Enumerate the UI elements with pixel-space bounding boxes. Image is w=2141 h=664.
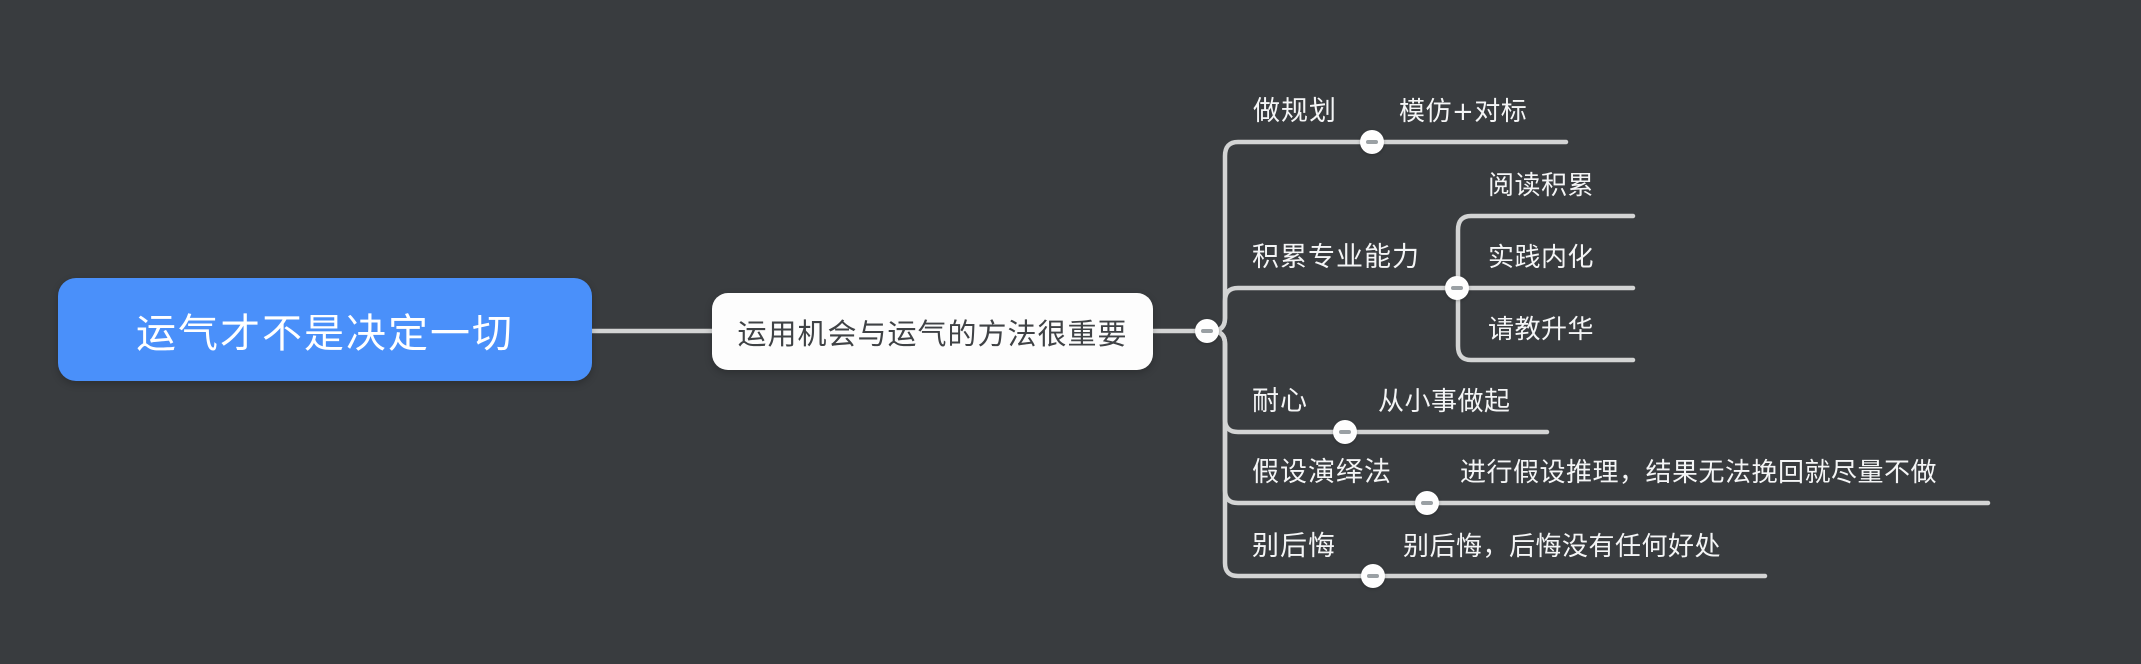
topic-imitate[interactable]: 模仿+对标 (1399, 97, 1528, 127)
link-skill-child-consult (1455, 285, 1636, 363)
root-topic[interactable]: 运气才不是决定一切 (58, 278, 592, 381)
minus-icon (1421, 501, 1433, 505)
minus-icon (1367, 574, 1379, 578)
topic-practice[interactable]: 实践内化 (1488, 243, 1595, 273)
topic-no-regret[interactable]: 别后悔 (1252, 531, 1336, 562)
central-topic[interactable]: 运用机会与运气的方法很重要 (712, 293, 1153, 370)
topic-reading[interactable]: 阅读积累 (1488, 171, 1595, 201)
topic-consult[interactable]: 请教升华 (1488, 315, 1595, 345)
collapse-button-skill[interactable] (1445, 276, 1469, 300)
topic-no-regret-note[interactable]: 别后悔，后悔没有任何好处 (1403, 532, 1722, 562)
collapse-button-central[interactable] (1195, 319, 1219, 343)
collapse-button-patience[interactable] (1333, 420, 1357, 444)
central-topic-label: 运用机会与运气的方法很重要 (737, 316, 1128, 351)
collapse-button-plan[interactable] (1360, 130, 1384, 154)
topic-deduction[interactable]: 假设演绎法 (1252, 457, 1392, 488)
minus-icon (1201, 329, 1213, 333)
collapse-button-deduce[interactable] (1415, 491, 1439, 515)
collapse-button-regret[interactable] (1361, 564, 1385, 588)
topic-skill[interactable]: 积累专业能力 (1252, 242, 1420, 273)
topic-plan[interactable]: 做规划 (1253, 96, 1337, 127)
topic-deduction-note[interactable]: 进行假设推理，结果无法挽回就尽量不做 (1460, 458, 1938, 488)
topic-patience[interactable]: 耐心 (1252, 386, 1308, 417)
topic-small-things[interactable]: 从小事做起 (1378, 387, 1511, 417)
minus-icon (1366, 140, 1378, 144)
minus-icon (1451, 286, 1463, 290)
minus-icon (1339, 430, 1351, 434)
root-topic-label: 运气才不是决定一切 (136, 310, 514, 357)
link-skill-child-read (1455, 213, 1636, 291)
